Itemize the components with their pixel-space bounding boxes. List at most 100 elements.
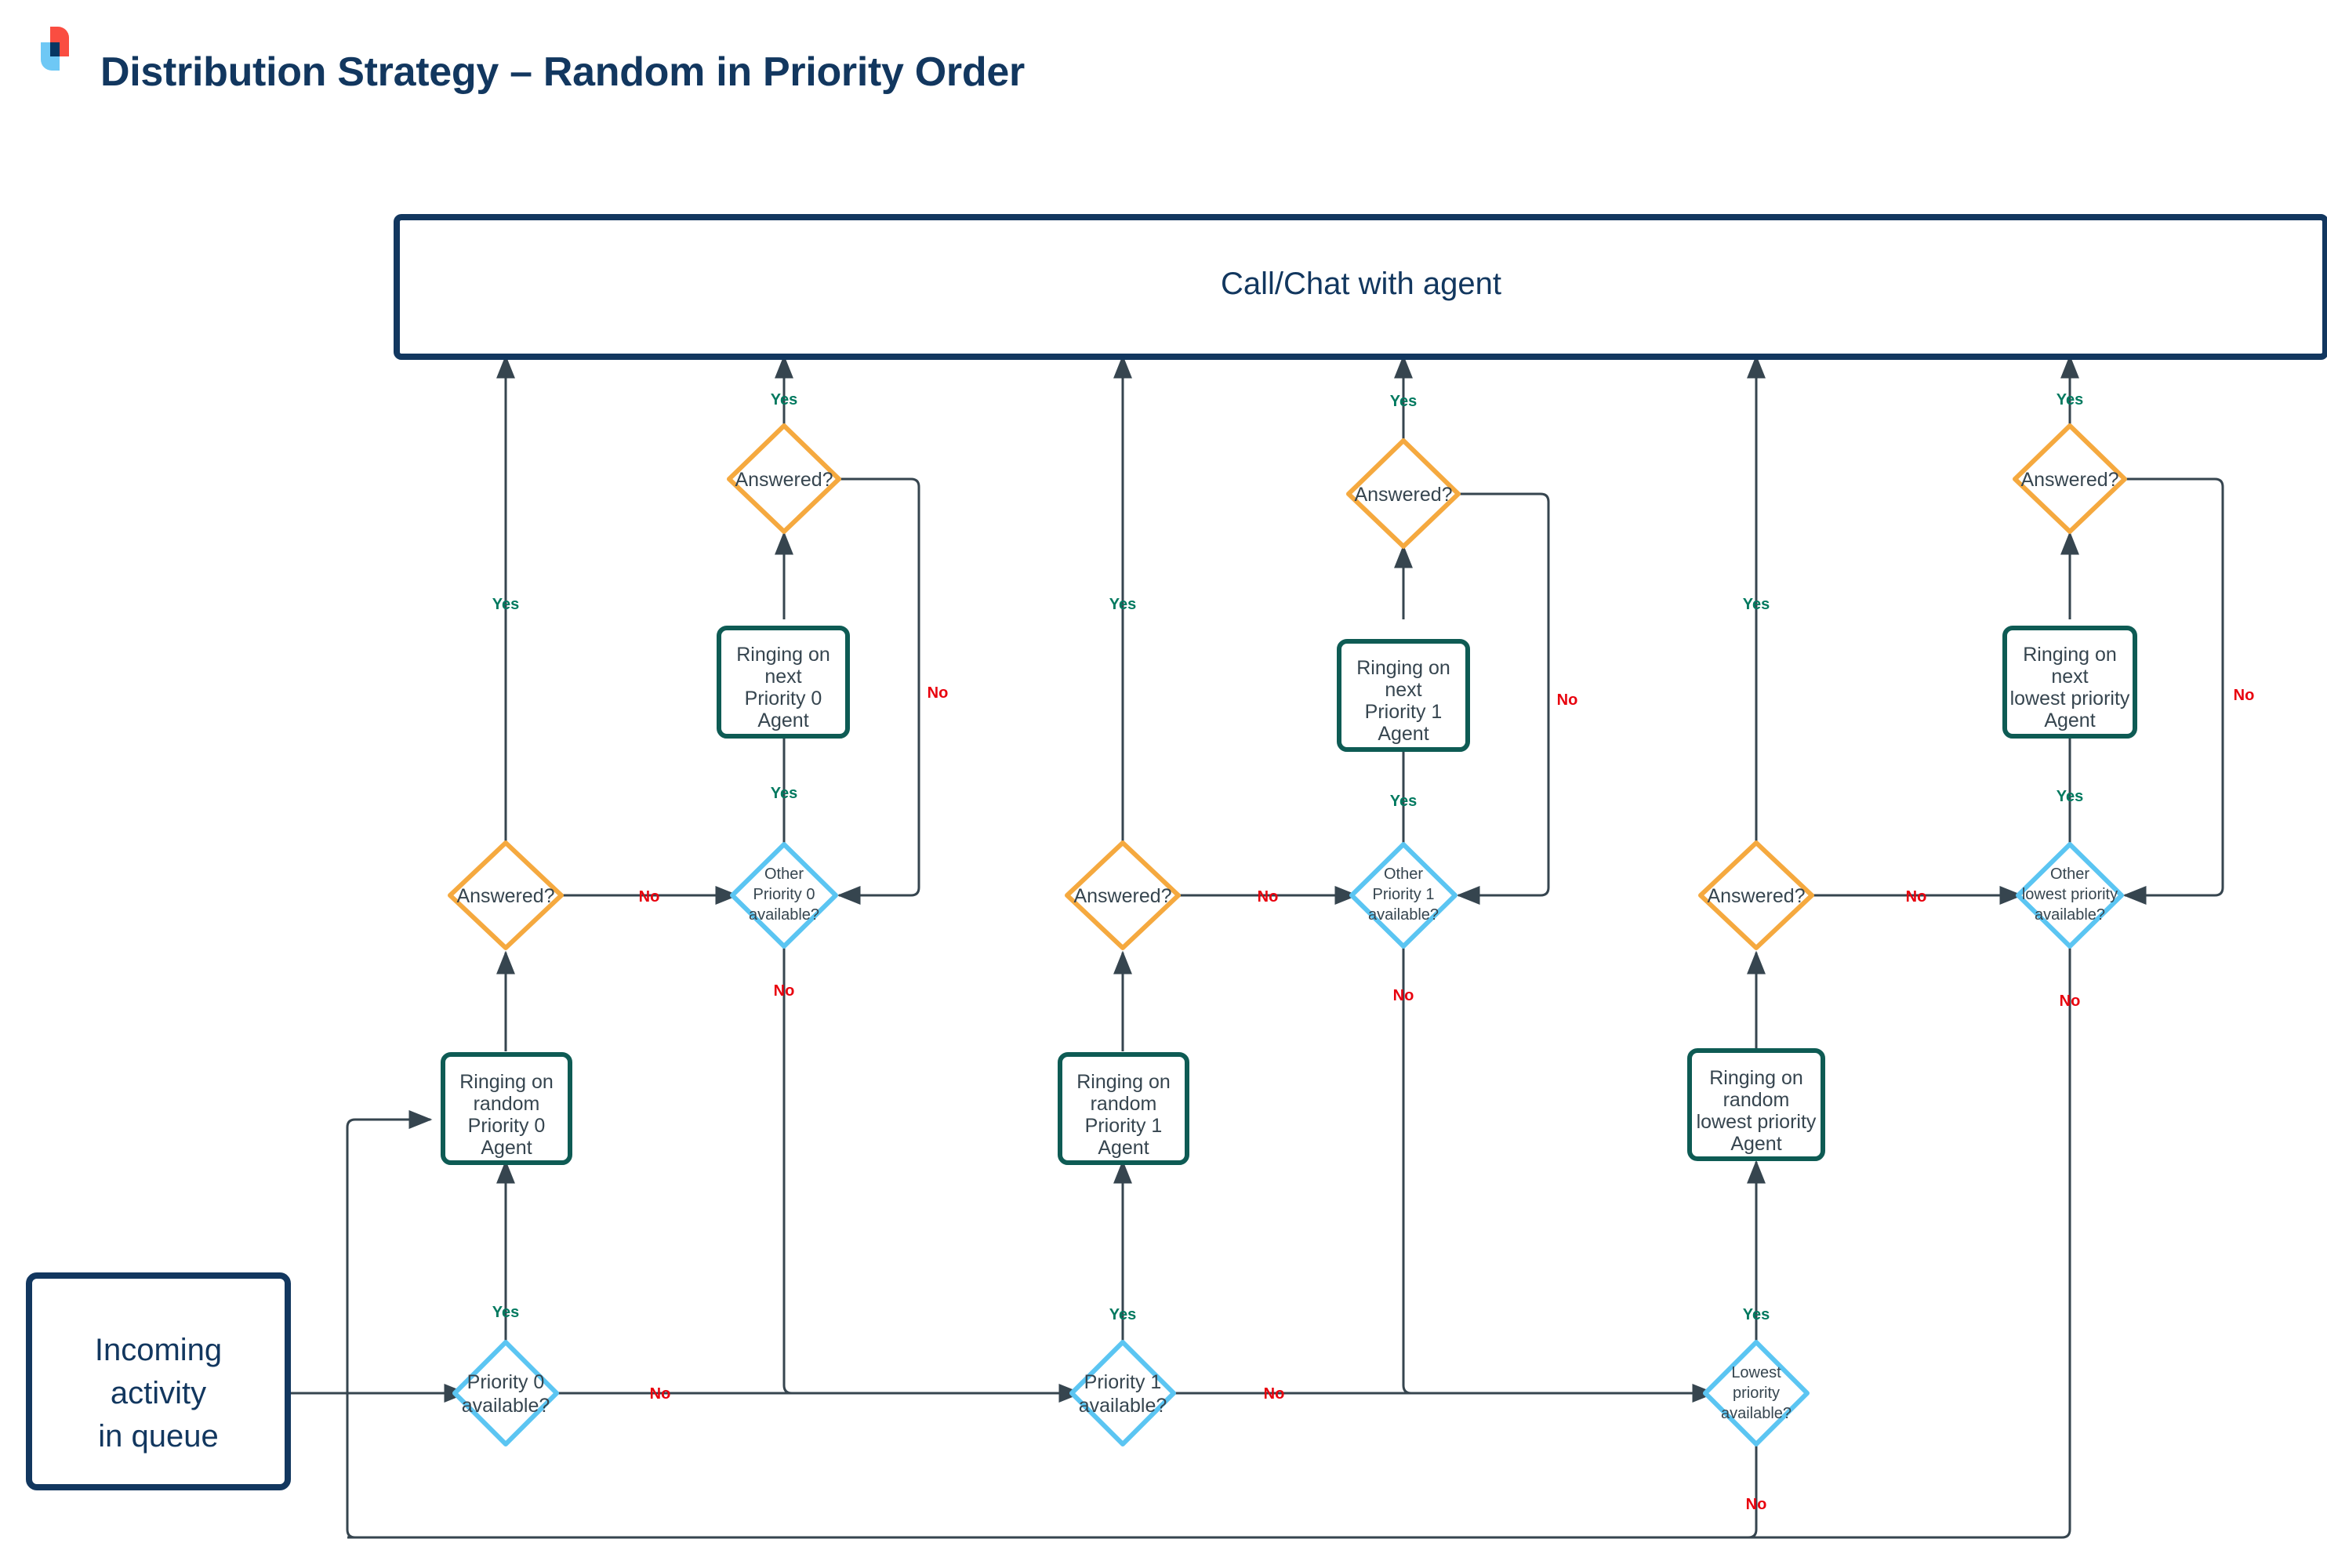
node-ringing-next-lowest-priority[interactable]: Ringing on next lowest priority Agent [2002, 626, 2137, 739]
node-call-chat-with-agent[interactable]: Call/Chat with agent [394, 214, 2327, 360]
label-no-p0-available: No [650, 1385, 671, 1403]
other-low-line-2: lowest priority [2022, 886, 2118, 903]
rrl-line-1: Ringing on [1709, 1067, 1803, 1089]
answered-upper-0-label: Answered? [735, 469, 833, 491]
rnl-line-4: Agent [2044, 710, 2095, 731]
answered-upper-1-label: Answered? [1354, 484, 1452, 506]
label-yes-answered-upper-1: Yes [1390, 393, 1417, 410]
edge-answereduplow-no [2122, 477, 2224, 905]
edge-otherp1-no [1402, 946, 1714, 1395]
low-available-line-1: Lowest [1731, 1364, 1781, 1381]
rn0-line-1: Ringing on [736, 644, 830, 666]
other-p0-line-3: available? [749, 906, 819, 924]
edge-answeredup1-no [1456, 492, 1550, 905]
label-yes-answered-lower-low: Yes [1743, 596, 1770, 613]
label-no-answered-upper-low: No [2234, 687, 2255, 704]
node-ringing-next-priority-0[interactable]: Ringing on next Priority 0 Agent [717, 626, 850, 739]
rn1-line-3: Priority 1 [1365, 701, 1443, 723]
edge-layer [289, 354, 2224, 1539]
label-no-answered-lower-0: No [639, 888, 660, 906]
node-ringing-random-priority-0[interactable]: Ringing on random Priority 0 Agent [441, 1052, 572, 1165]
other-p1-line-1: Other [1384, 866, 1423, 883]
label-no-answered-lower-1: No [1258, 888, 1279, 906]
label-no-low-available: No [1746, 1496, 1767, 1513]
node-lowest-priority-available[interactable]: Lowest priority available? [1703, 1340, 1810, 1446]
p1-available-line-2: available? [1079, 1395, 1167, 1417]
page-title: Distribution Strategy – Random in Priori… [100, 49, 1025, 95]
other-p1-line-2: Priority 1 [1373, 886, 1435, 903]
label-no-other-p1: No [1393, 987, 1414, 1004]
rn1-line-4: Agent [1378, 723, 1429, 745]
rn0-line-2: next [764, 666, 801, 688]
node-answered-upper-priority-1[interactable]: Answered? [1346, 438, 1461, 549]
node-other-priority-0-available[interactable]: Other Priority 0 available? [730, 842, 838, 949]
edge-otherp0-no [782, 946, 1080, 1395]
node-ringing-next-priority-1[interactable]: Ringing on next Priority 1 Agent [1337, 639, 1470, 752]
label-no-p1-available: No [1264, 1385, 1285, 1403]
label-yes-other-p1: Yes [1390, 793, 1417, 810]
label-yes-answered-upper-0: Yes [771, 391, 797, 408]
p0-available-line-2: available? [462, 1395, 550, 1417]
answered-lower-1-label: Answered? [1073, 885, 1171, 907]
node-answered-upper-lowest-priority[interactable]: Answered? [2013, 423, 2127, 534]
node-other-lowest-priority-available[interactable]: Other lowest priority available? [2016, 842, 2124, 949]
start-line-1: Incoming [95, 1333, 222, 1367]
other-low-line-3: available? [2035, 906, 2105, 924]
rr0-line-3: Priority 0 [468, 1115, 546, 1137]
start-line-2: activity [111, 1376, 206, 1410]
edge-answeredup0-no [837, 477, 920, 905]
rrl-line-3: lowest priority [1697, 1111, 1817, 1133]
rnl-line-1: Ringing on [2023, 644, 2117, 666]
label-no-other-p0: No [774, 982, 795, 1000]
edge-label-layer: Yes No Yes No Yes No Yes No Yes No Yes N… [492, 391, 2255, 1513]
answered-lower-0-label: Answered? [456, 885, 554, 907]
label-no-answered-upper-0: No [928, 684, 949, 702]
node-answered-lower-priority-1[interactable]: Answered? [1065, 840, 1181, 950]
label-yes-p1-available: Yes [1109, 1306, 1136, 1323]
rrl-line-2: random [1723, 1089, 1790, 1111]
answered-lower-low-label: Answered? [1707, 885, 1805, 907]
rn0-line-4: Agent [757, 710, 808, 731]
call-chat-label: Call/Chat with agent [1221, 267, 1501, 301]
label-yes-p0-available: Yes [492, 1304, 519, 1321]
rr1-line-2: random [1091, 1093, 1157, 1115]
other-p1-line-3: available? [1368, 906, 1439, 924]
low-available-line-3: available? [1721, 1405, 1792, 1422]
rr1-line-1: Ringing on [1076, 1071, 1171, 1093]
node-answered-lower-priority-0[interactable]: Answered? [448, 840, 564, 950]
node-priority-0-available[interactable]: Priority 0 available? [452, 1340, 559, 1446]
node-other-priority-1-available[interactable]: Other Priority 1 available? [1349, 842, 1458, 949]
p1-available-line-1: Priority 1 [1084, 1371, 1162, 1393]
rrl-line-4: Agent [1730, 1133, 1781, 1155]
label-no-answered-lower-low: No [1906, 888, 1927, 906]
rnl-line-3: lowest priority [2010, 688, 2130, 710]
label-yes-other-low: Yes [2057, 788, 2083, 805]
node-ringing-random-priority-1[interactable]: Ringing on random Priority 1 Agent [1058, 1052, 1189, 1165]
rn1-line-1: Ringing on [1356, 657, 1450, 679]
page-header: Distribution Strategy – Random in Priori… [0, 0, 2327, 149]
p0-available-line-1: Priority 0 [467, 1371, 545, 1393]
label-yes-answered-lower-1: Yes [1109, 596, 1136, 613]
rn1-line-2: next [1385, 679, 1421, 701]
node-priority-1-available[interactable]: Priority 1 available? [1069, 1340, 1176, 1446]
brand-logo [31, 20, 80, 75]
label-yes-other-p0: Yes [771, 785, 797, 802]
edge-otherlow-no-loop [346, 946, 2071, 1539]
rnl-line-2: next [2051, 666, 2088, 688]
label-yes-low-available: Yes [1743, 1306, 1770, 1323]
rr0-line-1: Ringing on [459, 1071, 554, 1093]
rr1-line-3: Priority 1 [1085, 1115, 1163, 1137]
low-available-line-2: priority [1733, 1385, 1780, 1402]
label-no-other-low: No [2060, 993, 2081, 1010]
start-line-3: in queue [98, 1419, 218, 1454]
other-p0-line-1: Other [764, 866, 804, 883]
node-answered-lower-lowest-priority[interactable]: Answered? [1698, 840, 1814, 950]
node-answered-upper-priority-0[interactable]: Answered? [727, 423, 841, 534]
label-yes-answered-lower-0: Yes [492, 596, 519, 613]
node-incoming-activity-in-queue[interactable]: Incoming activity in queue [26, 1272, 291, 1490]
other-p0-line-2: Priority 0 [753, 886, 815, 903]
edge-low-no [347, 1444, 1758, 1539]
node-ringing-random-lowest-priority[interactable]: Ringing on random lowest priority Agent [1687, 1048, 1825, 1161]
